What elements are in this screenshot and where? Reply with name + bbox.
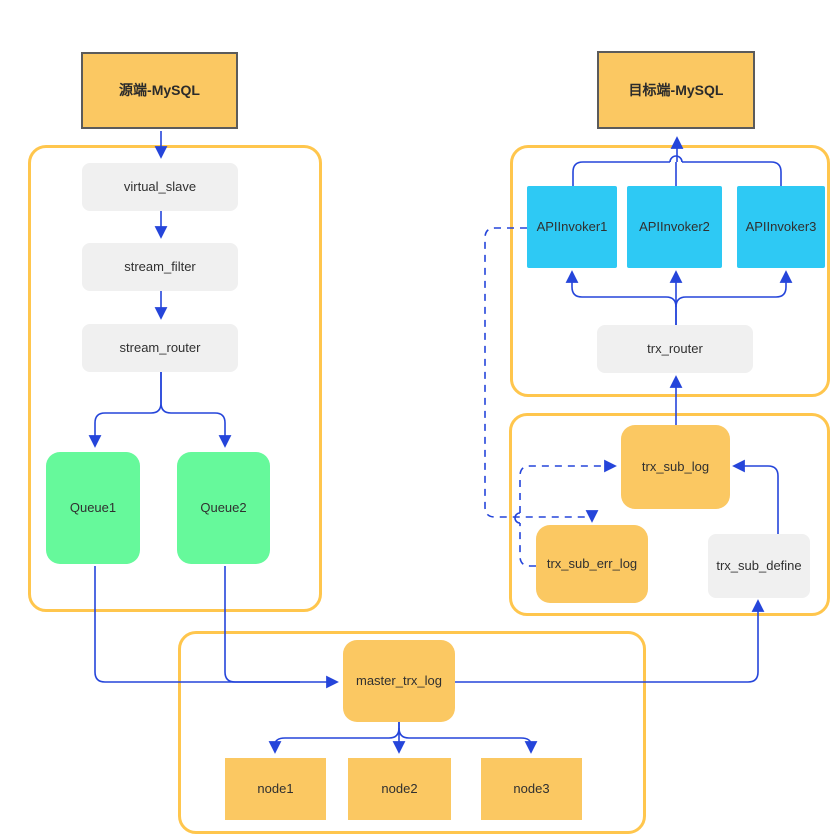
- node2-node: node2: [348, 758, 451, 820]
- api-invoker2-node: APIInvoker2: [627, 186, 722, 268]
- trx-router-node: trx_router: [597, 325, 753, 373]
- target-mysql-node: 目标端-MySQL: [597, 51, 755, 129]
- master-trx-log-node: master_trx_log: [343, 640, 455, 722]
- queue1-node: Queue1: [46, 452, 140, 564]
- master-log-container: [178, 631, 646, 834]
- stream-router-node: stream_router: [82, 324, 238, 372]
- node3-node: node3: [481, 758, 582, 820]
- node1-node: node1: [225, 758, 326, 820]
- api-invoker3-node: APIInvoker3: [737, 186, 825, 268]
- stream-filter-node: stream_filter: [82, 243, 238, 291]
- api-invoker1-node: APIInvoker1: [527, 186, 617, 268]
- source-mysql-node: 源端-MySQL: [81, 52, 238, 129]
- trx-sub-log-node: trx_sub_log: [621, 425, 730, 509]
- queue2-node: Queue2: [177, 452, 270, 564]
- virtual-slave-node: virtual_slave: [82, 163, 238, 211]
- trx-sub-define-node: trx_sub_define: [708, 534, 810, 598]
- trx-sub-err-log-node: trx_sub_err_log: [536, 525, 648, 603]
